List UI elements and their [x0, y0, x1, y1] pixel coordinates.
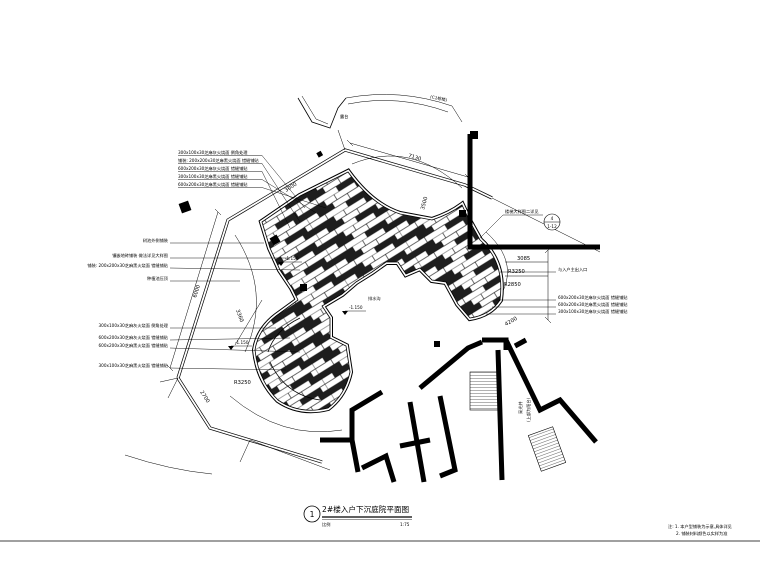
callout-right-1: 与入户主出入口 [558, 266, 587, 273]
dim-top-right: 3500 [420, 196, 429, 210]
misc-labels: 排水沟 露台 (C1栋楼) 采光井 (上部为阳台) [340, 93, 532, 422]
note-line-1: 注: 1. 本户型铺装为示意,具体详见 [668, 523, 732, 530]
scale-value: 1:75 [400, 522, 410, 527]
callout-right-4: 300x100x30芝麻灰火烧面 错缝铺贴 [558, 308, 627, 315]
building-walls [320, 134, 600, 483]
callout-top-left-2: 铺装: 200x200x30芝麻黑火烧面 错缝铺贴 [178, 157, 259, 164]
callout-left-5: 300x100x30芝麻灰火烧面 倒角处理 [99, 322, 169, 329]
terrace-label: 露台 [340, 113, 348, 120]
building-ref-label: (C1栋楼) [430, 93, 449, 104]
upper-structure-outline [297, 94, 463, 151]
structural-columns [178, 131, 478, 347]
callouts-left: 树池外侧铺装 镶嵌地砖铺装 做法详见大样图 铺装: 200x200x30芝麻黑火… [87, 237, 301, 371]
elevation-markers: -1.150 -1.150 -1.150 [228, 256, 366, 350]
title-number-circle [303, 505, 321, 523]
dim-right-1: 3085 [517, 256, 530, 262]
lightwell-note: (上部为阳台) [525, 397, 532, 422]
callout-top-left-3: 600x200x30芝麻灰火烧面 错缝铺贴 [178, 165, 247, 172]
callout-left-6: 600x200x30芝麻灰火烧面 错缝铺贴 [99, 334, 168, 341]
title-number: 1 [310, 510, 315, 519]
callouts-right: 与入户主出入口 600x200x30芝麻灰火烧面 错缝铺贴 600x200x30… [486, 266, 627, 315]
note-line-2: 2. 铺装材料颜色以实样为准 [676, 530, 727, 537]
stair-detail-ref-label: 楼梯大样图二详见 [505, 208, 539, 215]
callout-right-3: 600x200x30芝麻黑火烧面 错缝铺贴 [558, 301, 627, 308]
callout-right-2: 600x200x30芝麻灰火烧面 错缝铺贴 [558, 294, 627, 301]
callout-left-8: 300x100x30芝麻黑火烧面 错缝铺贴 [99, 362, 168, 369]
callout-top-left-5: 600x200x30芝麻黑火烧面 错缝铺贴 [178, 181, 247, 188]
drain-label: 排水沟 [368, 295, 381, 302]
drawing-notes: 注: 1. 本户型铺装为示意,具体详见 2. 铺装材料颜色以实样为准 [668, 523, 732, 537]
dim-left-radius: R3250 [234, 380, 251, 386]
lightwell-label: 采光井 [517, 401, 524, 414]
elevation-1: -1.150 [285, 256, 299, 261]
stair-flights [469, 371, 567, 472]
callout-left-2: 镶嵌地砖铺装 做法详见大样图 [112, 252, 168, 259]
dim-left-wall: 6000 [192, 284, 202, 298]
callout-left-4: 种植池压顶 [147, 275, 169, 282]
callout-top-left-4: 300x100x30芝麻黑火烧面 错缝铺贴 [178, 173, 247, 180]
callout-left-7: 600x200x30芝麻黑火烧面 错缝铺贴 [99, 342, 168, 349]
callout-left-3: 铺装: 200x200x30芝麻黑火烧面 错缝铺贴 [87, 262, 168, 269]
elevation-3: -1.150 [349, 305, 363, 310]
drawing-title: 2#楼入户下沉庭院平面图 [322, 504, 409, 514]
callout-top-left-1: 300x100x30芝麻灰火烧面 倒角处理 [178, 149, 248, 156]
callout-left-1: 树池外侧铺装 [143, 237, 169, 244]
dim-top-width: 7130 [407, 153, 421, 162]
detail-marker-number: 4 [551, 216, 554, 221]
dim-right-radius-2: R2850 [504, 282, 521, 288]
drawing-title-block: 1 2#楼入户下沉庭院平面图 比例 1:75 [303, 504, 412, 528]
dim-left-inner: 3360 [234, 309, 244, 323]
detail-reference: 楼梯大样图二详见 4 1-12 [479, 208, 561, 239]
detail-marker-sheet: 1-12 [547, 224, 557, 229]
scale-label: 比例 [322, 521, 330, 528]
stone-paving-area [255, 172, 501, 410]
elevation-2: -1.150 [235, 340, 249, 345]
dim-right-2: 4200 [504, 316, 518, 328]
callouts-top-left: 300x100x30芝麻灰火烧面 倒角处理 铺装: 200x200x30芝麻黑火… [178, 149, 327, 229]
dimension-lines [166, 139, 552, 372]
